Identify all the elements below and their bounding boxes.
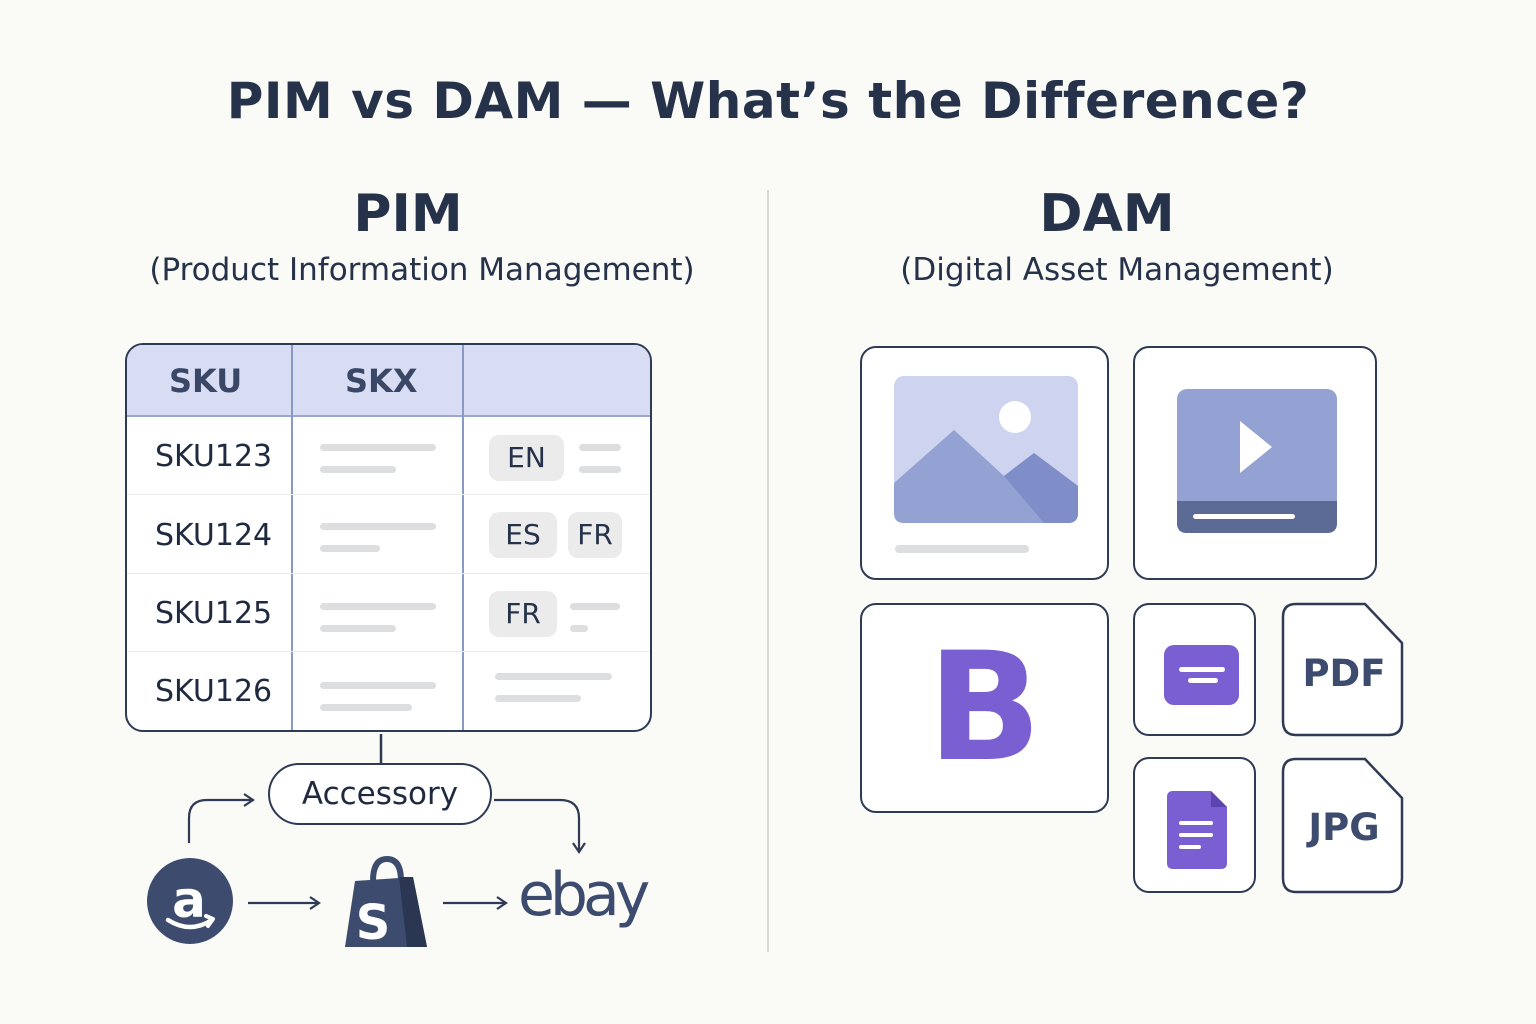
pdf-label: PDF — [1302, 652, 1386, 695]
accessory-to-ebay-arrow — [494, 798, 586, 854]
pdf-label-wrap: PDF — [1281, 652, 1407, 695]
column-divider — [291, 345, 293, 730]
jpg-label-wrap: JPG — [1281, 806, 1407, 849]
pdf-file-icon — [1281, 602, 1404, 737]
column-header-skx: SKX — [345, 362, 418, 400]
placeholder-line — [320, 466, 396, 473]
language-badge: EN — [489, 435, 564, 481]
accessory-node: Accessory — [268, 763, 492, 825]
brand-asset-tile: B — [860, 603, 1109, 813]
column-header-sku: SKU — [169, 362, 243, 400]
svg-text:a: a — [172, 871, 206, 929]
column-divider — [462, 345, 464, 730]
image-icon — [894, 376, 1078, 523]
document-asset-tile — [1133, 757, 1256, 893]
product-table: SKU SKX SKU123 EN SKU124 ES FR SKU125 FR… — [125, 343, 652, 732]
placeholder-line — [495, 695, 581, 702]
amazon-logo-icon: a — [147, 858, 233, 944]
placeholder-line — [320, 603, 436, 610]
document-icon — [1167, 791, 1227, 869]
language-badge: FR — [489, 591, 557, 637]
placeholder-line — [570, 625, 588, 632]
video-asset-tile — [1133, 346, 1377, 580]
jpg-file-icon — [1281, 757, 1404, 894]
sku-cell: SKU123 — [155, 439, 273, 474]
row-divider — [127, 573, 650, 574]
brand-b-icon: B — [927, 621, 1042, 795]
placeholder-line — [320, 444, 436, 451]
section-divider — [767, 190, 769, 952]
row-divider — [127, 494, 650, 495]
placeholder-line — [320, 704, 412, 711]
placeholder-line — [570, 603, 620, 610]
table-header: SKU SKX — [127, 345, 650, 417]
pim-subtitle: (Product Information Management) — [149, 252, 695, 288]
placeholder-line — [320, 625, 396, 632]
placeholder-line — [579, 466, 621, 473]
placeholder-line — [320, 523, 436, 530]
row-divider — [127, 651, 650, 652]
language-badge: FR — [568, 512, 622, 558]
message-icon — [1164, 645, 1239, 705]
pim-heading: PIM — [353, 184, 463, 244]
dam-subtitle: (Digital Asset Management) — [900, 252, 1334, 288]
sku-cell: SKU125 — [155, 596, 273, 631]
svg-text:S: S — [356, 895, 391, 951]
placeholder-line — [579, 444, 621, 451]
dam-heading: DAM — [1039, 184, 1175, 244]
placeholder-line — [320, 545, 380, 552]
page-title: PIM vs DAM — What’s the Difference? — [226, 72, 1310, 130]
language-badge: ES — [489, 512, 557, 558]
message-asset-tile — [1133, 603, 1256, 736]
caption-line — [895, 545, 1029, 553]
placeholder-line — [320, 682, 436, 689]
placeholder-line — [495, 673, 612, 680]
image-asset-tile — [860, 346, 1109, 580]
ebay-logo: ebay — [518, 860, 650, 930]
shopify-bag-icon: S — [345, 855, 427, 951]
sku-cell: SKU124 — [155, 518, 273, 553]
video-play-icon — [1177, 389, 1337, 533]
amazon-to-accessory-arrow — [187, 793, 255, 843]
sku-cell: SKU126 — [155, 674, 273, 709]
jpg-label: JPG — [1308, 806, 1380, 849]
